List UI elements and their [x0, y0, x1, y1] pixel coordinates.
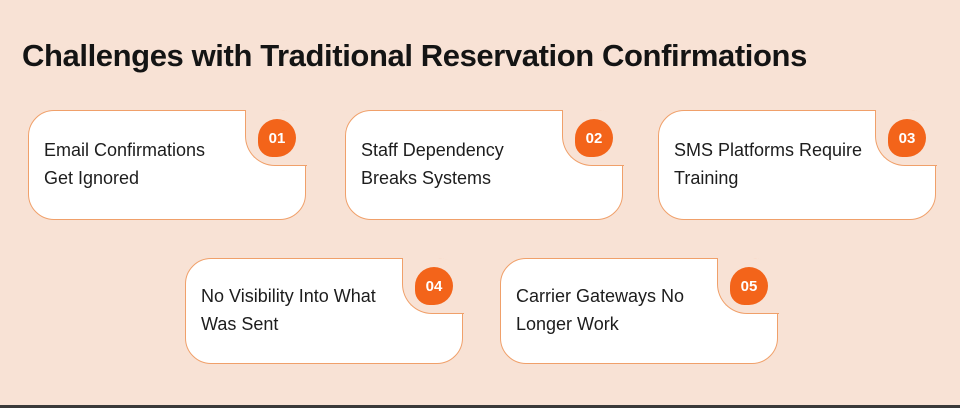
card-label: Email Confirmations Get Ignored [44, 140, 206, 188]
card-sms-platforms: 03 SMS Platforms Require Training [658, 109, 937, 220]
number-badge-05: 05 [730, 267, 768, 305]
card-label: Staff Dependency Breaks Systems [361, 140, 504, 188]
card-no-visibility: 04 No Visibility Into What Was Sent [185, 257, 464, 364]
card-label: No Visibility Into What Was Sent [201, 286, 376, 334]
card-email-confirmations: 01 Email Confirmations Get Ignored [28, 109, 307, 220]
number-badge-03: 03 [888, 119, 926, 157]
number-badge-04: 04 [415, 267, 453, 305]
card-label: Carrier Gateways No Longer Work [516, 286, 685, 334]
card-carrier-gateways: 05 Carrier Gateways No Longer Work [500, 257, 779, 364]
number-badge-02: 02 [575, 119, 613, 157]
card-label: SMS Platforms Require Training [674, 140, 863, 188]
page-title: Challenges with Traditional Reservation … [22, 38, 807, 73]
card-staff-dependency: 02 Staff Dependency Breaks Systems [345, 109, 624, 220]
number-badge-01: 01 [258, 119, 296, 157]
